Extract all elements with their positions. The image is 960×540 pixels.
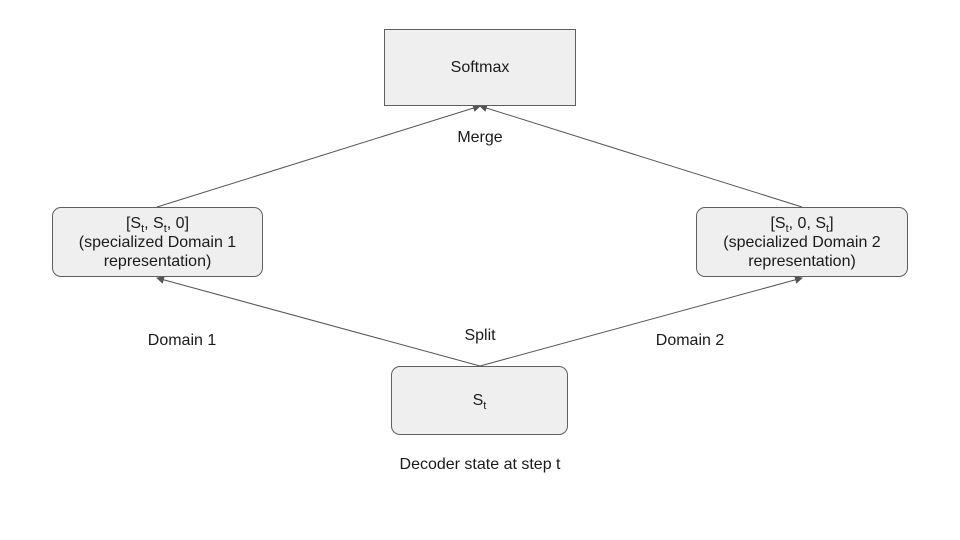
domain2-edge-label: Domain 2 [655, 332, 725, 349]
merge-label: Merge [457, 129, 503, 146]
domain2-node: [St, 0, St] (specialized Domain 2 repres… [696, 207, 908, 277]
domain1-edge-label: Domain 1 [147, 332, 217, 349]
softmax-label: Softmax [450, 59, 510, 76]
softmax-node: Softmax [384, 29, 576, 106]
decoder-state-symbol: St [472, 392, 487, 412]
edge-state-to-domain1 [156, 275, 481, 367]
decoder-state-caption: Decoder state at step t [399, 456, 561, 473]
edge-domain1-to-softmax [156, 104, 481, 208]
edge-state-to-domain2 [479, 275, 803, 367]
domain2-description: (specialized Domain 2 [723, 233, 881, 251]
domain1-node: [St, St, 0] (specialized Domain 1 repres… [52, 207, 263, 277]
domain1-vector: [St, St, 0] [125, 214, 190, 235]
domain2-vector: [St, 0, St] [770, 214, 834, 235]
domain1-description: (specialized Domain 1 [78, 233, 237, 251]
edge-domain2-to-softmax [479, 104, 803, 208]
decoder-state-node: St [391, 366, 568, 435]
domain1-representation: representation) [103, 252, 212, 270]
domain2-representation: representation) [748, 252, 856, 270]
split-label: Split [464, 327, 496, 344]
